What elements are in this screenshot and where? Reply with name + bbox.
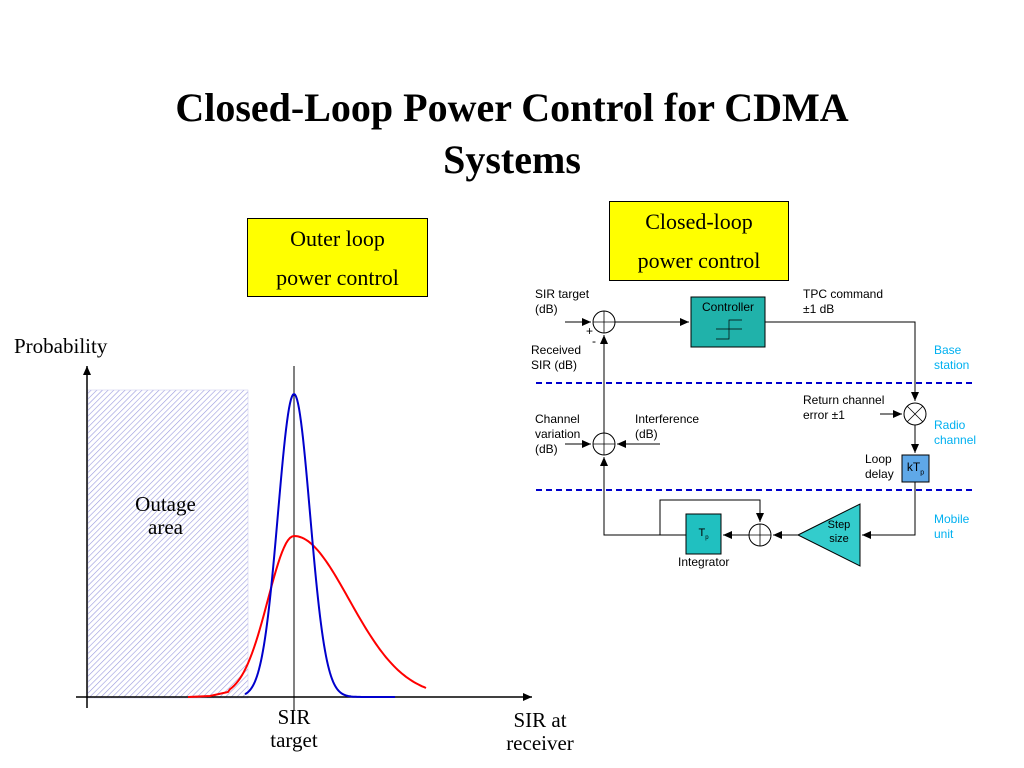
mobile-line-1: Mobile [934,512,970,526]
sir-target-line-1: SIR [277,705,311,729]
channel-var-line-2: variation [535,427,581,441]
outage-line-1: Outage [135,492,196,516]
return-channel-label: Return channel error ±1 [803,393,884,423]
sum-junction-top [592,310,616,334]
loop-delay-block [901,454,930,483]
tp-text: T [698,527,706,539]
closed-loop-label-box: Closed-loop power control [609,201,789,281]
controller-sign-icon [716,319,742,340]
outage-area-label: Outage area [118,493,213,539]
ktp-subscript: p [920,469,925,477]
loop-delay-line-2: delay [865,467,894,481]
return-line-2: error ±1 [803,408,845,422]
radio-channel-label: Radio channel [934,418,976,448]
return-line-1: Return channel [803,393,885,407]
sir-target-input-line-2: (dB) [535,302,558,316]
sir-target-line-2: target [270,728,318,752]
step-line-2: size [829,533,849,545]
received-line-1: Received [531,343,582,357]
ktp-label: kTp [902,460,929,476]
slide-title: Closed-Loop Power Control for CDMA Syste… [0,82,1024,186]
step-line-1: Step [827,519,851,531]
wide-distribution-curve [187,534,427,698]
narrow-distribution-curve [244,392,395,698]
loop-delay-label: Loop delay [865,452,894,482]
interference-line-2: (dB) [635,427,658,441]
closed-loop-line-2: power control [637,248,761,273]
outer-loop-line-2: power control [276,265,399,290]
plus-sign: + [586,324,594,338]
tpc-line-1: TPC command [803,287,884,301]
sum-junction-mobile [748,523,772,547]
loop-delay-line-1: Loop [865,452,892,466]
minus-sign: - [592,334,596,348]
radio-line-2: channel [934,433,977,447]
title-line-2: Systems [443,137,581,182]
base-station-line-1: Base [934,343,962,357]
integrator-label: Integrator [678,555,730,569]
tpc-command-label: TPC command ±1 dB [803,287,883,317]
signal-lines [565,318,919,539]
multiplier-junction [903,402,927,426]
title-line-1: Closed-Loop Power Control for CDMA [175,85,849,130]
interference-line-1: Interference [635,412,700,426]
tp-subscript: p [705,535,709,542]
controller-label: Controller [701,300,755,314]
tp-label: Tp [686,527,721,541]
interference-label: Interference (dB) [635,412,699,442]
mobile-unit-label: Mobile unit [934,512,969,542]
outer-loop-label-box: Outer loop power control [247,218,428,297]
ktp-text: kT [906,460,921,474]
mobile-line-2: unit [934,527,954,541]
channel-variation-label: Channel variation (dB) [535,412,580,457]
sir-target-input-line-1: SIR target [535,287,590,301]
base-station-line-2: station [934,358,970,372]
x-axis-line-1: SIR at [513,708,567,732]
outer-loop-line-1: Outer loop [290,226,385,251]
x-axis-label: SIR at receiver [490,709,590,755]
radio-line-1: Radio [934,418,966,432]
tpc-line-2: ±1 dB [803,302,835,316]
step-size-block [796,503,861,567]
sir-target-input-label: SIR target (dB) [535,287,589,317]
closed-loop-line-1: Closed-loop [645,209,753,234]
step-size-label: Step size [818,518,860,546]
received-line-2: SIR (dB) [531,358,578,372]
channel-var-line-3: (dB) [535,442,558,456]
integrator-block [685,513,722,555]
sir-target-label: SIR target [249,706,339,752]
base-station-label: Base station [934,343,969,373]
received-sir-label: Received SIR (dB) [531,343,581,373]
x-axis-line-2: receiver [506,731,574,755]
outage-area [87,389,249,699]
outage-line-2: area [148,515,183,539]
channel-var-line-1: Channel [535,412,580,426]
y-axis-label: Probability [14,334,108,358]
sum-junction-middle [592,432,616,456]
